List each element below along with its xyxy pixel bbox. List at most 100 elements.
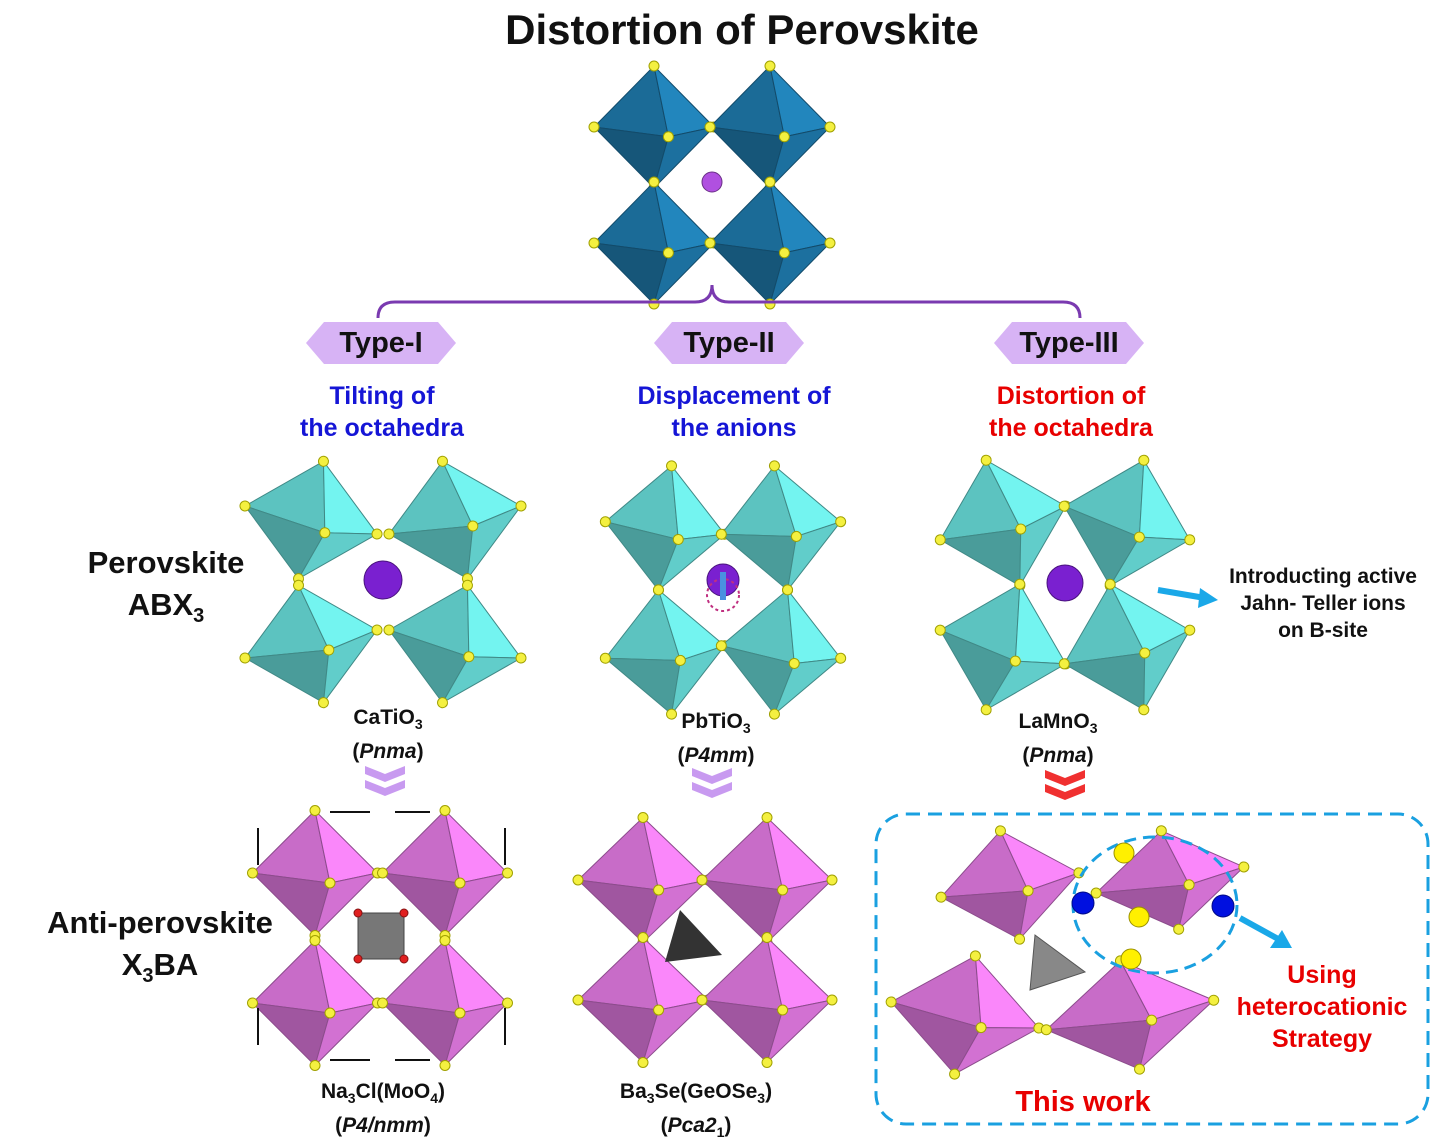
anion-atom	[1040, 1024, 1052, 1036]
anion-atom	[247, 867, 258, 879]
anion-atom	[662, 247, 674, 259]
anion-atom	[1184, 534, 1196, 546]
octahedron-face	[1143, 628, 1192, 712]
octahedron-face	[769, 126, 832, 189]
anion-atom	[1090, 887, 1102, 899]
subscript: 3	[142, 965, 154, 988]
anion-atom	[674, 654, 686, 666]
octahedron-face	[441, 656, 523, 705]
subscript: 3	[347, 1090, 356, 1107]
chevron-down-icon	[365, 780, 405, 796]
anion-atom	[653, 884, 665, 896]
note-line: Using	[1287, 961, 1357, 989]
anion-atom	[323, 644, 335, 656]
note-line: on B-site	[1278, 619, 1368, 642]
anion-atom	[885, 996, 897, 1008]
octahedron-face	[653, 242, 716, 305]
label-line: Anti-perovskite	[47, 905, 273, 940]
octahedron	[885, 950, 1045, 1080]
octahedron-face	[443, 872, 510, 938]
space-group: Pca2	[667, 1114, 717, 1138]
anion-atom	[1208, 994, 1220, 1006]
anion-atom	[463, 651, 475, 663]
anion-atom	[1058, 658, 1070, 670]
anion-atom	[662, 131, 674, 143]
octahedron	[239, 579, 383, 709]
anion-atom	[599, 516, 611, 528]
octahedron	[696, 812, 838, 948]
formula-text: LaMnO	[1018, 710, 1090, 733]
chevron-down-icon	[365, 766, 405, 782]
octahedron-face	[984, 660, 1068, 712]
arrowhead-icon	[1198, 588, 1218, 608]
octahedron-face	[1018, 872, 1080, 941]
this-work-label: This work	[1015, 1086, 1151, 1118]
octahedron-face	[1019, 504, 1068, 588]
anion-atom	[1173, 923, 1185, 935]
anion-atom	[437, 455, 449, 467]
octahedron-face	[1108, 536, 1192, 588]
a-site-cation	[363, 560, 403, 600]
anion-atom	[1134, 1063, 1146, 1075]
anion-atom	[696, 994, 708, 1006]
subscript: 1	[716, 1124, 725, 1141]
anion-atom	[324, 1007, 336, 1019]
anion-atom	[653, 1004, 665, 1016]
octahedron-face	[774, 657, 843, 715]
anion-atom	[824, 121, 836, 133]
octahedron-face	[1138, 999, 1215, 1071]
anion-atom	[764, 176, 776, 188]
formula-text: PbTiO	[681, 710, 743, 733]
b-site-heterocation	[1071, 891, 1095, 915]
anion-atom	[599, 652, 611, 664]
anion-atom	[309, 935, 321, 946]
anion-atom	[666, 460, 678, 472]
anion-atom	[652, 584, 664, 596]
formula-lamno3: LaMnO3 (Pnma)	[1018, 710, 1098, 768]
anion-atom	[704, 121, 716, 133]
anion-atom	[1183, 879, 1195, 891]
anion-atom	[1133, 531, 1145, 543]
octahedron	[696, 932, 838, 1068]
octahedron	[599, 584, 731, 720]
octahedron	[383, 579, 527, 709]
anion-atom	[1184, 624, 1196, 636]
anion-atom	[572, 994, 584, 1006]
anion-atom	[761, 932, 773, 943]
anion-atom	[824, 237, 836, 249]
anion-atom	[1155, 825, 1167, 837]
octahedron-face	[313, 872, 380, 938]
anion-atom	[777, 884, 789, 896]
formula-text: )	[765, 1080, 773, 1103]
anion-atom	[715, 640, 727, 652]
type-i-badge: Type-I	[306, 322, 456, 364]
anion-atom	[1009, 655, 1021, 667]
anion-atom	[704, 237, 716, 249]
anion-atom	[980, 704, 992, 716]
anion-atom	[383, 528, 395, 540]
diagram-title: Distortion of Perovskite	[505, 6, 979, 53]
subscript: 3	[646, 1090, 655, 1107]
oxygen-atom	[399, 954, 409, 964]
anion-atom	[1238, 861, 1250, 873]
formula-text: Cl(MoO	[355, 1080, 431, 1103]
anion-atom	[588, 237, 600, 249]
a-site-cation	[701, 171, 723, 193]
formula-catio3: CaTiO3 (Pnma)	[352, 706, 424, 764]
note-line: Introducting active	[1229, 565, 1417, 588]
octahedron	[247, 935, 383, 1071]
anion-atom	[934, 534, 946, 546]
space-group: Pnma	[1029, 744, 1087, 768]
anion-atom	[1022, 885, 1034, 897]
anion-atom	[764, 60, 776, 72]
octahedron-face	[443, 1002, 510, 1068]
anion-atom	[637, 812, 649, 823]
anion-atom	[309, 805, 321, 816]
anion-atom	[1015, 523, 1027, 535]
anion-atom	[969, 950, 981, 962]
anion-atom	[980, 454, 992, 466]
desc-line: Tilting of	[329, 382, 435, 410]
formula-text: )	[438, 1080, 446, 1103]
anion-atom	[309, 1060, 321, 1071]
anion-atom	[975, 1022, 987, 1034]
